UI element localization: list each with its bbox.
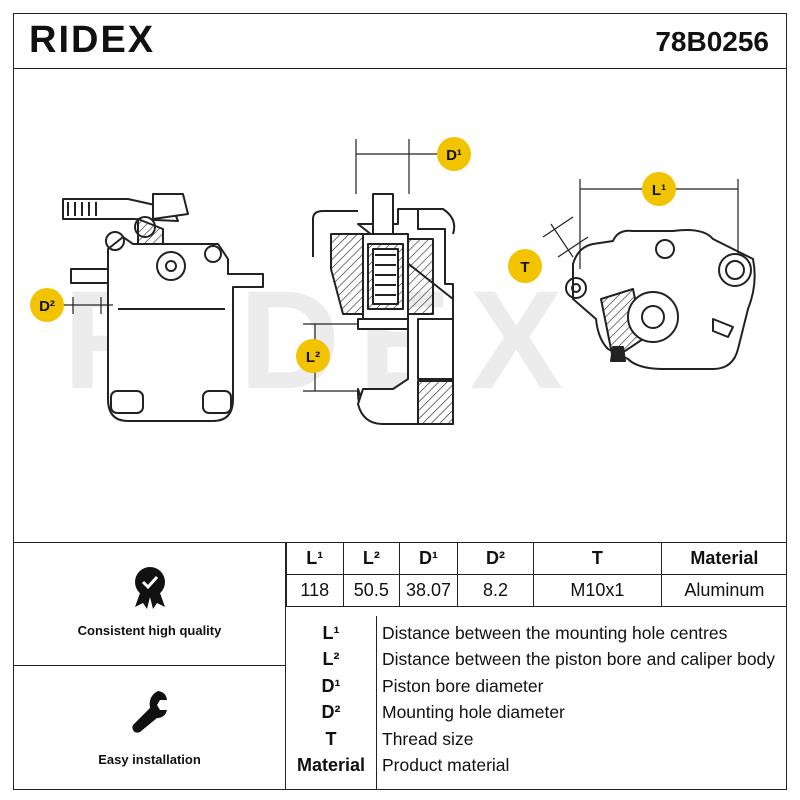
legend-row: L² Distance between the piston bore and … xyxy=(286,646,787,672)
spec-header: D² xyxy=(456,543,535,575)
callout-l2: L² xyxy=(306,349,320,366)
legend-row: T Thread size xyxy=(286,726,787,752)
page-frame xyxy=(13,13,787,790)
legend-key: L¹ xyxy=(322,623,340,643)
spec-header: L¹ xyxy=(286,543,344,575)
caliper-section-view xyxy=(312,193,456,425)
spec-header: T xyxy=(533,543,662,575)
spec-value: 8.2 xyxy=(456,574,535,607)
brand-logo: RIDEX xyxy=(29,19,156,61)
quality-badge-icon xyxy=(134,567,165,609)
d1-dimension xyxy=(355,139,438,194)
legend-key: Material xyxy=(296,755,366,775)
legend-text: Distance between the mounting hole centr… xyxy=(382,623,728,643)
spec-header: Material xyxy=(660,543,787,575)
legend-key: T xyxy=(325,729,337,749)
feature-label: Easy installation xyxy=(98,752,201,767)
legend-row: D² Mounting hole diameter xyxy=(286,699,787,725)
caliper-drawing: D² L² D¹ L¹ T xyxy=(30,137,756,425)
header: RIDEX 78B0256 xyxy=(13,13,787,69)
spec-value: 50.5 xyxy=(342,574,401,607)
spec-header: D¹ xyxy=(399,543,458,575)
legend-row: Material Product material xyxy=(286,752,787,778)
spec-value: M10x1 xyxy=(533,574,662,607)
legend-text: Mounting hole diameter xyxy=(382,702,565,722)
part-number: 78B0256 xyxy=(655,26,769,57)
spec-value: Aluminum xyxy=(660,574,787,607)
callouts: D² L² D¹ L¹ T xyxy=(30,137,676,373)
spec-value: 118 xyxy=(286,574,344,607)
legend-row: L¹ Distance between the mounting hole ce… xyxy=(286,620,787,646)
spec-table: L¹ L² D¹ D² T Material 118 50.5 38.07 8.… xyxy=(286,543,787,607)
legend-key: D¹ xyxy=(321,676,341,696)
t-dimension xyxy=(542,216,589,258)
legend-text: Piston bore diameter xyxy=(382,676,544,696)
callout-l1: L¹ xyxy=(652,182,666,199)
legend-key: D² xyxy=(321,702,341,722)
technical-drawing: RIDEX xyxy=(13,69,787,542)
features-panel: Consistent high quality Easy installatio… xyxy=(13,543,286,789)
caliper-back-view xyxy=(565,229,756,370)
spec-header: L² xyxy=(342,543,401,575)
feature-installation: Easy installation xyxy=(13,665,286,789)
legend-text: Thread size xyxy=(382,729,474,749)
feature-label: Consistent high quality xyxy=(77,623,222,638)
legend: L¹ Distance between the mounting hole ce… xyxy=(286,616,787,789)
spec-value-row: 118 50.5 38.07 8.2 M10x1 Aluminum xyxy=(286,574,787,607)
legend-row: D¹ Piston bore diameter xyxy=(286,673,787,699)
feature-quality: Consistent high quality xyxy=(13,565,286,665)
legend-divider xyxy=(376,616,377,789)
wrench-icon xyxy=(131,691,167,733)
callout-t: T xyxy=(520,259,529,276)
caliper-front-view xyxy=(62,193,264,422)
callout-d1: D¹ xyxy=(446,147,462,164)
spec-header-row: L¹ L² D¹ D² T Material xyxy=(286,543,787,575)
legend-key: L² xyxy=(322,649,340,669)
spec-value: 38.07 xyxy=(399,574,458,607)
legend-text: Product material xyxy=(382,755,510,775)
callout-d2: D² xyxy=(39,298,55,315)
spec-section: Consistent high quality Easy installatio… xyxy=(13,542,787,790)
legend-text: Distance between the piston bore and cal… xyxy=(382,649,776,669)
